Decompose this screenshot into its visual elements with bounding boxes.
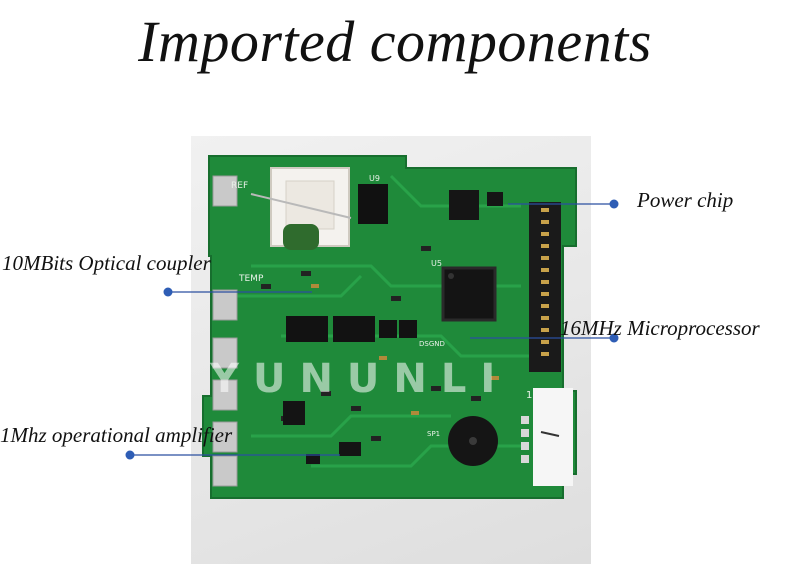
pin-header — [529, 202, 561, 372]
label-optical-coupler: 10MBits Optical coupler — [2, 251, 211, 275]
silk-dsgnd: DSGND — [419, 340, 445, 348]
label-op-amp: 1Mhz operational amplifier — [0, 423, 233, 447]
optocoupler — [333, 316, 375, 342]
pad — [212, 379, 238, 411]
silk-u5: U5 — [431, 259, 442, 268]
page-title: Imported components — [138, 9, 652, 74]
optocoupler — [286, 316, 328, 342]
chip-u9 — [358, 184, 388, 224]
silk-ref: REF — [231, 181, 248, 191]
silk-u9: U9 — [369, 174, 380, 183]
watermark: YUNUNLI — [210, 356, 510, 402]
callout-dot-op-amp — [125, 450, 135, 460]
pad — [212, 175, 238, 207]
transistor — [283, 401, 305, 425]
silk-temp: TEMP — [238, 274, 264, 284]
label-microprocessor: 16MHz Microprocessor — [560, 316, 760, 340]
label-sticker — [533, 388, 573, 486]
callout-dot-power-chip — [609, 199, 619, 209]
pad — [212, 455, 238, 487]
pad — [212, 289, 238, 321]
pcb-photo: REF TEMP U9 U5 SP1 DSGND 1 — [191, 136, 591, 564]
label-power-chip: Power chip — [637, 188, 734, 212]
silk-buzzer: SP1 — [427, 430, 440, 438]
callout-dot-optical-coupler — [163, 287, 173, 297]
pad — [212, 421, 238, 453]
silk-mark: 1 — [526, 390, 532, 401]
chip-power — [449, 190, 479, 220]
pad — [212, 337, 238, 369]
green-capacitor — [283, 224, 319, 250]
op-amp-chip — [339, 442, 361, 456]
